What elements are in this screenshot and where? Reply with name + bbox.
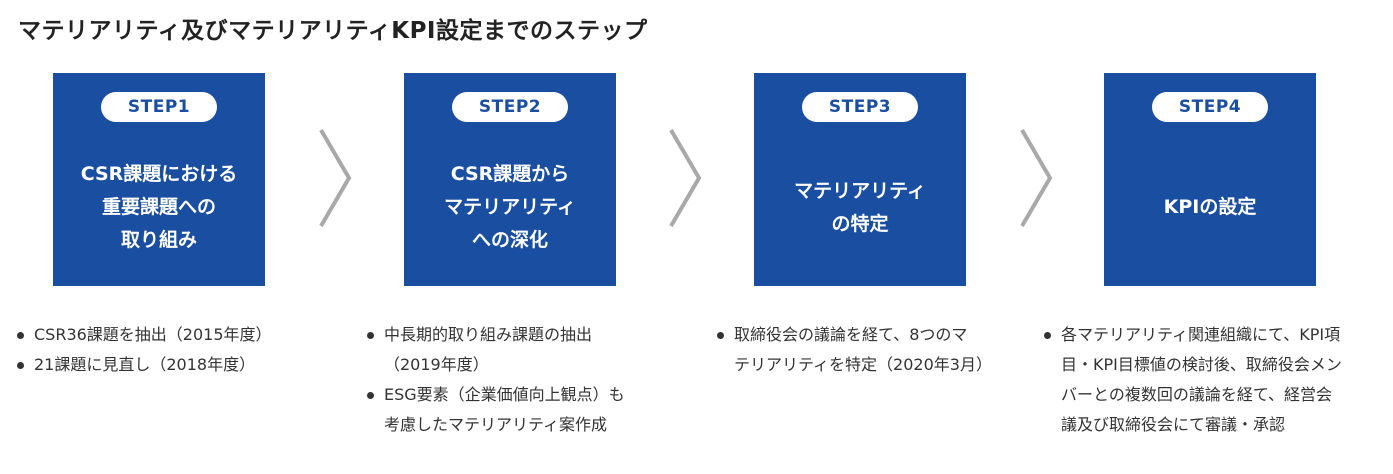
step2-title-line: への深化: [471, 229, 548, 251]
step2-title-line: CSR課題から: [450, 163, 570, 185]
note-line: 各マテリアリティ関連組織にて、KPI項: [1061, 325, 1341, 344]
bullet-dot-icon: [367, 392, 374, 399]
step3-notes: 取締役会の議論を経て、8つのマ テリアリティを特定（2020年3月）: [717, 320, 1047, 380]
step1-box: STEP1 CSR課題における 重要課題への 取り組み: [53, 73, 265, 286]
step2-label: STEP2: [452, 92, 568, 122]
step2-title-line: マテリアリティ: [444, 196, 576, 218]
step3-title: マテリアリティ の特定: [754, 129, 966, 286]
chevron-right-icon: [669, 128, 702, 228]
chevron-right-icon: [1020, 128, 1053, 228]
step4-label: STEP4: [1152, 92, 1268, 122]
note-line: （2019年度）: [384, 355, 489, 374]
step1-label: STEP1: [101, 92, 217, 122]
step4-title-line: KPIの設定: [1163, 196, 1257, 218]
note-line: 目・KPI目標値の検討後、取締役会メン: [1061, 355, 1342, 374]
note-line: 中長期的取り組み課題の抽出: [384, 325, 593, 344]
bullet-dot-icon: [17, 332, 24, 339]
chevron-right-icon: [319, 128, 352, 228]
note-line: 21課題に見直し（2018年度）: [34, 355, 256, 374]
step2-title: CSR課題から マテリアリティ への深化: [404, 129, 616, 286]
bullet-dot-icon: [17, 362, 24, 369]
note-line: バーとの複数回の議論を経て、経営会: [1061, 385, 1333, 404]
bullet-dot-icon: [367, 332, 374, 339]
list-item: ESG要素（企業価値向上観点）も 考慮したマテリアリティ案作成: [367, 380, 697, 440]
note-line: テリアリティを特定（2020年3月）: [734, 355, 992, 374]
list-item: 各マテリアリティ関連組織にて、KPI項 目・KPI目標値の検討後、取締役会メン …: [1044, 320, 1389, 440]
list-item: 中長期的取り組み課題の抽出 （2019年度）: [367, 320, 697, 380]
step1-title-line: 重要課題への: [101, 196, 216, 218]
bullet-dot-icon: [1044, 332, 1051, 339]
step3-box: STEP3 マテリアリティ の特定: [754, 73, 966, 286]
note-line: CSR36課題を抽出（2015年度）: [34, 325, 272, 344]
step4-box: STEP4 KPIの設定: [1104, 73, 1316, 286]
step3-title-line: の特定: [831, 212, 889, 235]
page-title: マテリアリティ及びマテリアリティKPI設定までのステップ: [18, 18, 648, 44]
step2-box: STEP2 CSR課題から マテリアリティ への深化: [404, 73, 616, 286]
step4-notes: 各マテリアリティ関連組織にて、KPI項 目・KPI目標値の検討後、取締役会メン …: [1044, 320, 1389, 440]
step1-title: CSR課題における 重要課題への 取り組み: [53, 129, 265, 286]
step3-label: STEP3: [802, 92, 918, 122]
step1-title-line: 取り組み: [120, 229, 197, 251]
list-item: CSR36課題を抽出（2015年度）: [17, 320, 347, 350]
step1-title-line: CSR課題における: [80, 163, 238, 185]
note-line: 考慮したマテリアリティ案作成: [384, 415, 608, 434]
note-line: ESG要素（企業価値向上観点）も: [384, 385, 625, 404]
list-item: 取締役会の議論を経て、8つのマ テリアリティを特定（2020年3月）: [717, 320, 1047, 380]
bullet-dot-icon: [717, 332, 724, 339]
step4-title: KPIの設定: [1104, 129, 1316, 286]
step3-title-line: マテリアリティ: [794, 179, 926, 202]
step2-notes: 中長期的取り組み課題の抽出 （2019年度） ESG要素（企業価値向上観点）も …: [367, 320, 697, 440]
note-line: 取締役会の議論を経て、8つのマ: [734, 325, 968, 344]
step1-notes: CSR36課題を抽出（2015年度） 21課題に見直し（2018年度）: [17, 320, 347, 380]
note-line: 議及び取締役会にて審議・承認: [1061, 415, 1286, 434]
list-item: 21課題に見直し（2018年度）: [17, 350, 347, 380]
